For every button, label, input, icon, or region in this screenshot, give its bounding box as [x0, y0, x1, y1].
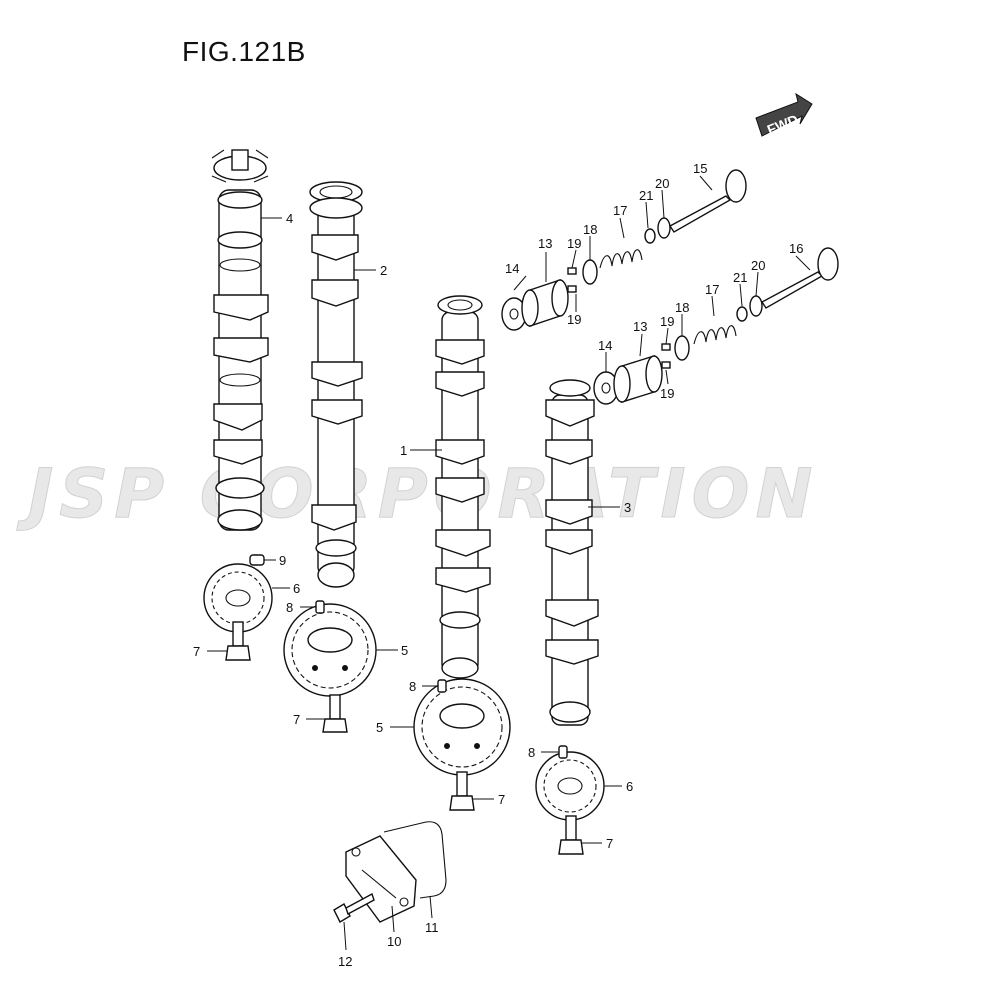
pin-8-a: [300, 600, 325, 614]
callout-3: 3: [624, 500, 631, 515]
pin-8-b: [422, 679, 447, 693]
callout-5-upper: 5: [401, 643, 408, 658]
callout-16: 16: [789, 241, 803, 256]
bolt-7-c: [449, 771, 494, 811]
callout-19-b: 19: [567, 312, 581, 327]
callout-20-b: 20: [751, 258, 765, 273]
bolt-7-b: [306, 694, 348, 733]
sprocket-6-left: [203, 563, 290, 633]
callout-7-a: 7: [193, 644, 200, 659]
callout-14-b: 14: [598, 338, 612, 353]
callout-17-b: 17: [705, 282, 719, 297]
callout-8-c: 8: [528, 745, 535, 760]
bolt-12: [333, 892, 375, 951]
callout-19-c: 19: [660, 314, 674, 329]
callout-21-a: 21: [639, 188, 653, 203]
callout-4: 4: [286, 211, 293, 226]
camshaft-2: [309, 181, 376, 588]
callout-14-a: 14: [505, 261, 519, 276]
camshaft-3: [545, 379, 620, 726]
callout-15: 15: [693, 161, 707, 176]
callout-18-b: 18: [675, 300, 689, 315]
callout-12: 12: [338, 954, 352, 969]
callout-19-d: 19: [660, 386, 674, 401]
callout-2: 2: [380, 263, 387, 278]
callout-18-a: 18: [583, 222, 597, 237]
gasket-11: [383, 821, 447, 919]
sprocket-5-lower: [390, 678, 511, 776]
callout-8-b: 8: [409, 679, 416, 694]
camshaft-4: [211, 149, 282, 531]
callout-17-a: 17: [613, 203, 627, 218]
sprocket-5-upper: [283, 603, 398, 697]
callout-20-a: 20: [655, 176, 669, 191]
camshaft-1: [410, 295, 491, 679]
callout-11: 11: [425, 920, 439, 935]
sprocket-6-right: [535, 751, 622, 821]
pin-9: [249, 554, 276, 566]
figure-title: FIG.121B: [182, 36, 306, 67]
callout-21-b: 21: [733, 270, 747, 285]
callout-13-a: 13: [538, 236, 552, 251]
callout-1: 1: [400, 443, 407, 458]
bolt-7-d: [558, 815, 602, 855]
callout-19-a: 19: [567, 236, 581, 251]
callout-7-b: 7: [293, 712, 300, 727]
fwd-arrow-icon: FWD: [755, 92, 813, 138]
callout-9: 9: [279, 553, 286, 568]
callout-10: 10: [387, 934, 401, 949]
bolt-7-a: [207, 621, 251, 661]
callout-6-right: 6: [626, 779, 633, 794]
callout-8-a: 8: [286, 600, 293, 615]
callout-6-left: 6: [293, 581, 300, 596]
valve-leaders: [545, 175, 811, 385]
callout-13-b: 13: [633, 319, 647, 334]
pin-8-c: [541, 745, 568, 759]
cover-plate-10: [345, 835, 417, 923]
callout-7-d: 7: [606, 836, 613, 851]
callout-7-c: 7: [498, 792, 505, 807]
valve-assembly-upper: [501, 169, 747, 331]
callout-5-lower: 5: [376, 720, 383, 735]
valve-assembly-lower: [593, 247, 839, 405]
